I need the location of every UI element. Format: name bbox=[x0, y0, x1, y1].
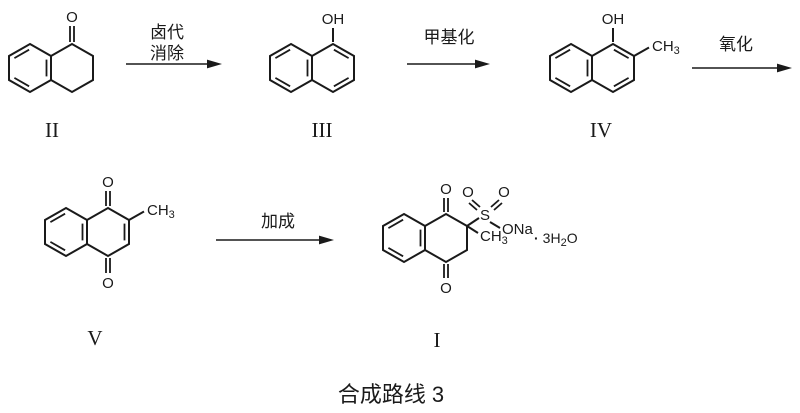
methyl-ch: CH bbox=[652, 38, 674, 55]
dione-ring bbox=[424, 212, 468, 264]
double-bond bbox=[49, 212, 66, 223]
double-bond bbox=[49, 241, 66, 252]
double-bond bbox=[613, 77, 630, 88]
sulfonate-bond bbox=[466, 217, 480, 227]
double-bond bbox=[613, 48, 630, 59]
compound-iii-structure: OH III bbox=[269, 11, 355, 142]
arrowhead-icon bbox=[475, 59, 490, 69]
hydroxyl-label: OH bbox=[602, 11, 625, 28]
methyl-subscript: 3 bbox=[674, 45, 680, 57]
compound-label-v: V bbox=[87, 326, 102, 350]
methyl-bond bbox=[466, 225, 479, 234]
carbonyl-double-bond bbox=[105, 191, 111, 206]
methyl-label: CH3 bbox=[480, 228, 508, 247]
arrowhead-icon bbox=[319, 235, 334, 245]
compound-v-structure: O O CH3 V bbox=[44, 174, 175, 350]
reagent-label-line1: 卤代 bbox=[150, 23, 184, 42]
methyl-label: CH3 bbox=[147, 202, 175, 221]
double-bond bbox=[554, 48, 571, 59]
methyl-ch: CH bbox=[480, 228, 502, 245]
double-bond bbox=[13, 77, 30, 88]
reagent-label: 甲基化 bbox=[424, 28, 475, 47]
methyl-ch: CH bbox=[147, 202, 169, 219]
double-bond bbox=[554, 77, 571, 88]
methyl-bond bbox=[128, 210, 145, 221]
oxygen-label: O bbox=[462, 184, 474, 201]
compound-label-iii: III bbox=[312, 118, 333, 142]
cyclohexanone-ring bbox=[50, 42, 94, 94]
reaction-arrow-2: 甲基化 bbox=[407, 28, 490, 69]
hydrate-dot: · bbox=[534, 230, 539, 246]
reagent-label: 加成 bbox=[261, 212, 295, 231]
reaction-arrow-1: 卤代 消除 bbox=[126, 23, 222, 69]
compound-ii-structure: O II bbox=[8, 9, 94, 142]
double-bond bbox=[274, 77, 291, 88]
double-bond bbox=[13, 48, 30, 59]
compound-i-structure: O O S O O ONa CH3 ·3H2O I bbox=[382, 181, 578, 352]
benzene-ring bbox=[382, 212, 426, 264]
benzene-ring bbox=[8, 42, 52, 94]
sodium-oxide-bond bbox=[489, 221, 501, 229]
double-bond bbox=[333, 77, 350, 88]
methyl-subscript: 3 bbox=[169, 209, 175, 221]
benzene-ring bbox=[44, 206, 88, 258]
arrowhead-icon bbox=[207, 59, 222, 69]
oxygen-label: O bbox=[66, 9, 78, 26]
phenol-ring bbox=[311, 42, 355, 94]
phenol-ring bbox=[591, 42, 635, 94]
benzene-ring bbox=[549, 42, 593, 94]
hydroxyl-label: OH bbox=[322, 11, 345, 28]
carbonyl-double-bond bbox=[69, 26, 75, 42]
compound-label-iv: IV bbox=[590, 118, 612, 142]
sulfur-oxygen-double-bond bbox=[490, 199, 503, 211]
compound-label-ii: II bbox=[45, 118, 59, 142]
oxygen-label: O bbox=[440, 280, 452, 297]
carbonyl-double-bond bbox=[443, 198, 449, 212]
compound-label-i: I bbox=[434, 328, 441, 352]
sulfur-label: S bbox=[480, 207, 490, 224]
sodium-oxide-label: ONa bbox=[502, 221, 534, 238]
reaction-arrow-3: 氧化 bbox=[692, 35, 792, 73]
reagent-label-line2: 消除 bbox=[150, 44, 184, 63]
double-bond bbox=[387, 218, 404, 229]
scheme-caption: 合成路线 3 bbox=[338, 382, 444, 407]
oxygen-label: O bbox=[102, 275, 114, 292]
double-bond bbox=[333, 48, 350, 59]
double-bond bbox=[387, 247, 404, 258]
hydrate-label: ·3H2O bbox=[534, 230, 578, 249]
compound-iv-structure: OH CH3 IV bbox=[549, 11, 680, 142]
hydrate-base: 3H bbox=[543, 230, 561, 246]
hydrate-oxygen: O bbox=[567, 230, 578, 246]
oxygen-label: O bbox=[102, 174, 114, 191]
oxygen-label: O bbox=[440, 181, 452, 198]
quinone-ring bbox=[86, 206, 130, 258]
reagent-label: 氧化 bbox=[719, 35, 753, 54]
benzene-ring bbox=[269, 42, 313, 94]
carbonyl-double-bond bbox=[105, 258, 111, 273]
methyl-bond bbox=[633, 46, 650, 57]
arrowhead-icon bbox=[777, 63, 792, 73]
oxygen-label: O bbox=[498, 184, 510, 201]
double-bond bbox=[274, 48, 291, 59]
reaction-arrow-4: 加成 bbox=[216, 212, 334, 245]
hydrate-subscript: 2 bbox=[561, 237, 567, 249]
methyl-subscript: 3 bbox=[502, 235, 508, 247]
sulfur-oxygen-double-bond bbox=[468, 199, 481, 211]
carbonyl-double-bond bbox=[443, 264, 449, 278]
methyl-label: CH3 bbox=[652, 38, 680, 57]
